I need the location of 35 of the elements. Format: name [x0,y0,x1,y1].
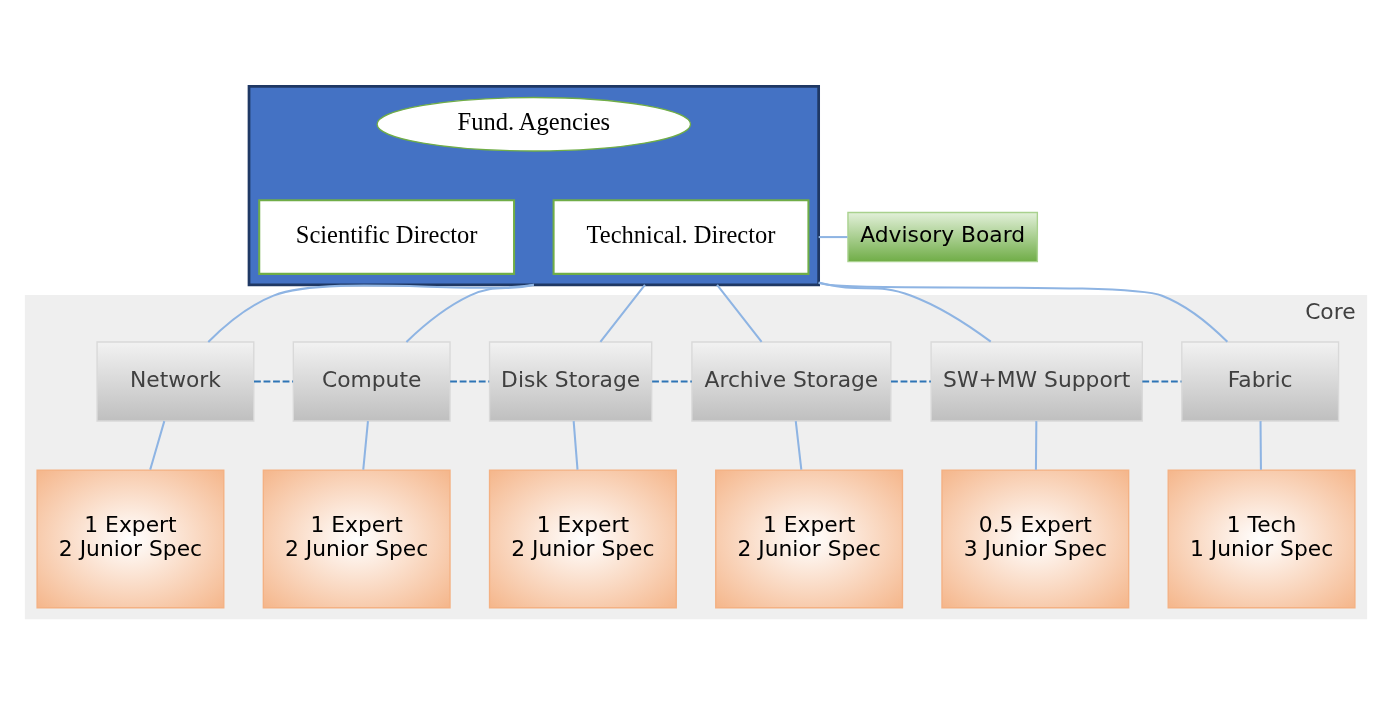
node-box: 0.5 Expert 3 Junior Spec [941,468,1130,608]
node-box: Technical. Director [552,198,810,275]
connector [362,420,369,470]
connector [818,281,1229,343]
node-box: Compute [292,340,451,422]
node-box: Scientific Director [258,198,516,275]
connector [450,380,490,383]
node-box: Fabric [1181,340,1340,422]
connector [1259,420,1262,470]
connector [716,283,763,343]
connector [818,235,848,238]
connector [599,283,646,343]
connector [1142,380,1182,383]
node-box: 1 Expert 2 Junior Spec [36,468,225,608]
node-box: 1 Expert 2 Junior Spec [262,468,451,608]
node-box: Advisory Board [847,211,1039,262]
connector [572,420,579,470]
cluster [247,84,820,286]
connector [254,380,294,383]
connector [652,380,692,383]
node-box: Archive Storage [691,340,892,422]
node-box: Disk Storage [488,340,653,422]
connector [1034,420,1038,470]
connector [818,281,992,342]
connector [794,420,803,470]
node-box: 1 Tech 1 Junior Spec [1167,468,1356,608]
node-box: 1 Expert 2 Junior Spec [715,468,904,608]
connector [207,283,534,343]
connector [891,380,931,383]
connector [405,283,535,343]
connector [149,420,166,470]
node-box: SW+MW Support [930,340,1143,422]
node-box: 1 Expert 2 Junior Spec [488,468,677,608]
node-ellipse: Fund. Agencies [376,96,692,152]
node-box: Network [96,340,255,422]
